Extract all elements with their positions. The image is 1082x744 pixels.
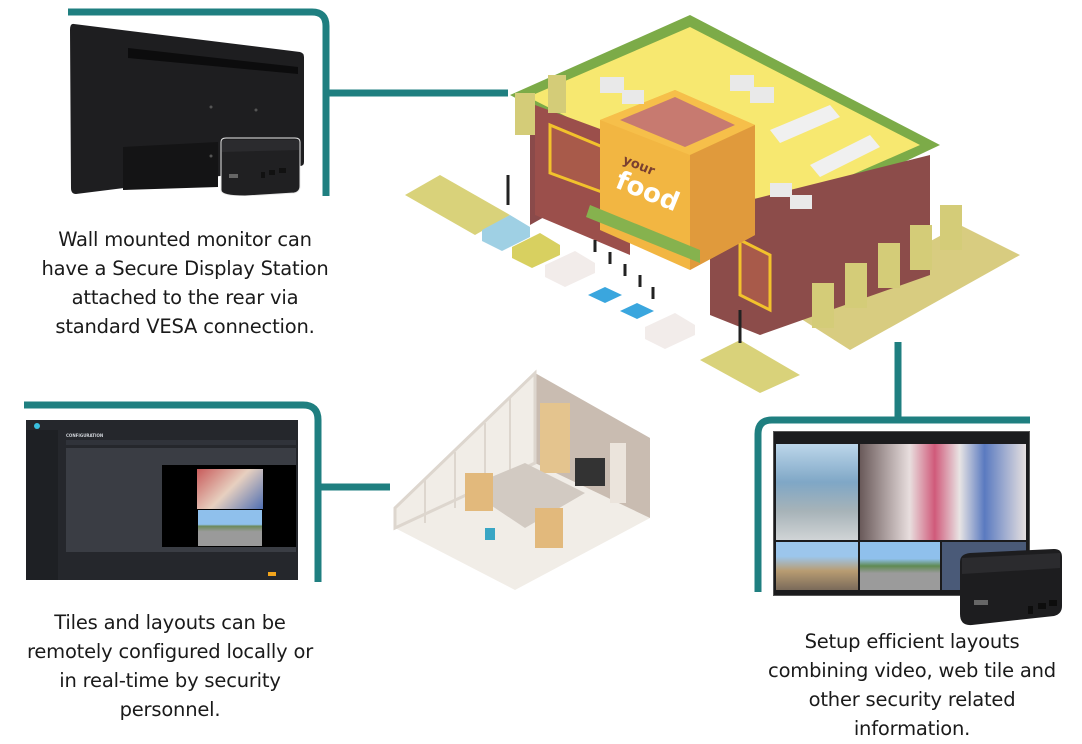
tile-road bbox=[860, 542, 940, 590]
app-logo-icon bbox=[34, 423, 40, 429]
caption-config-software: Tiles and layouts can be remotely config… bbox=[5, 608, 335, 724]
caption-line: Wall mounted monitor can bbox=[58, 228, 312, 251]
caption-line: information. bbox=[853, 717, 971, 740]
tile-lobby bbox=[776, 444, 858, 540]
caption-line: in real-time by security bbox=[59, 669, 281, 692]
caption-line: Setup efficient layouts bbox=[804, 630, 1020, 653]
caption-line: standard VESA connection. bbox=[55, 315, 315, 338]
caption-line: personnel. bbox=[119, 698, 221, 721]
app-preview bbox=[162, 465, 296, 547]
tile-store-aisle bbox=[860, 444, 1026, 540]
caption-line: combining video, web tile and bbox=[768, 659, 1056, 682]
office-illustration bbox=[385, 368, 655, 590]
tile-street bbox=[776, 542, 858, 590]
caption-line: have a Secure Display Station bbox=[41, 257, 329, 280]
caption-wall-monitor: Wall mounted monitor can have a Secure D… bbox=[20, 225, 350, 341]
app-save-button bbox=[268, 572, 276, 576]
preview-tile-road bbox=[198, 510, 262, 546]
app-title: CONFIGURATION bbox=[66, 433, 104, 438]
caption-line: Tiles and layouts can be bbox=[54, 611, 286, 634]
caption-line: attached to the rear via bbox=[71, 286, 299, 309]
caption-line: remotely configured locally or bbox=[26, 640, 314, 663]
connector-monitor bbox=[68, 8, 330, 196]
video-wall-monitor bbox=[773, 431, 1030, 596]
preview-tile-store bbox=[197, 469, 263, 509]
config-software-screenshot: CONFIGURATION bbox=[26, 420, 298, 580]
app-tabs bbox=[66, 440, 296, 445]
app-sidebar bbox=[26, 430, 58, 580]
caption-video-wall: Setup efficient layouts combining video,… bbox=[742, 627, 1082, 743]
secure-display-station-box-right bbox=[952, 548, 1067, 626]
connector-config bbox=[24, 401, 322, 582]
caption-line: other security related bbox=[808, 688, 1016, 711]
secure-display-station-box bbox=[217, 136, 302, 196]
connector-videowall bbox=[754, 416, 1030, 592]
supermarket-illustration: your food bbox=[400, 15, 1020, 395]
